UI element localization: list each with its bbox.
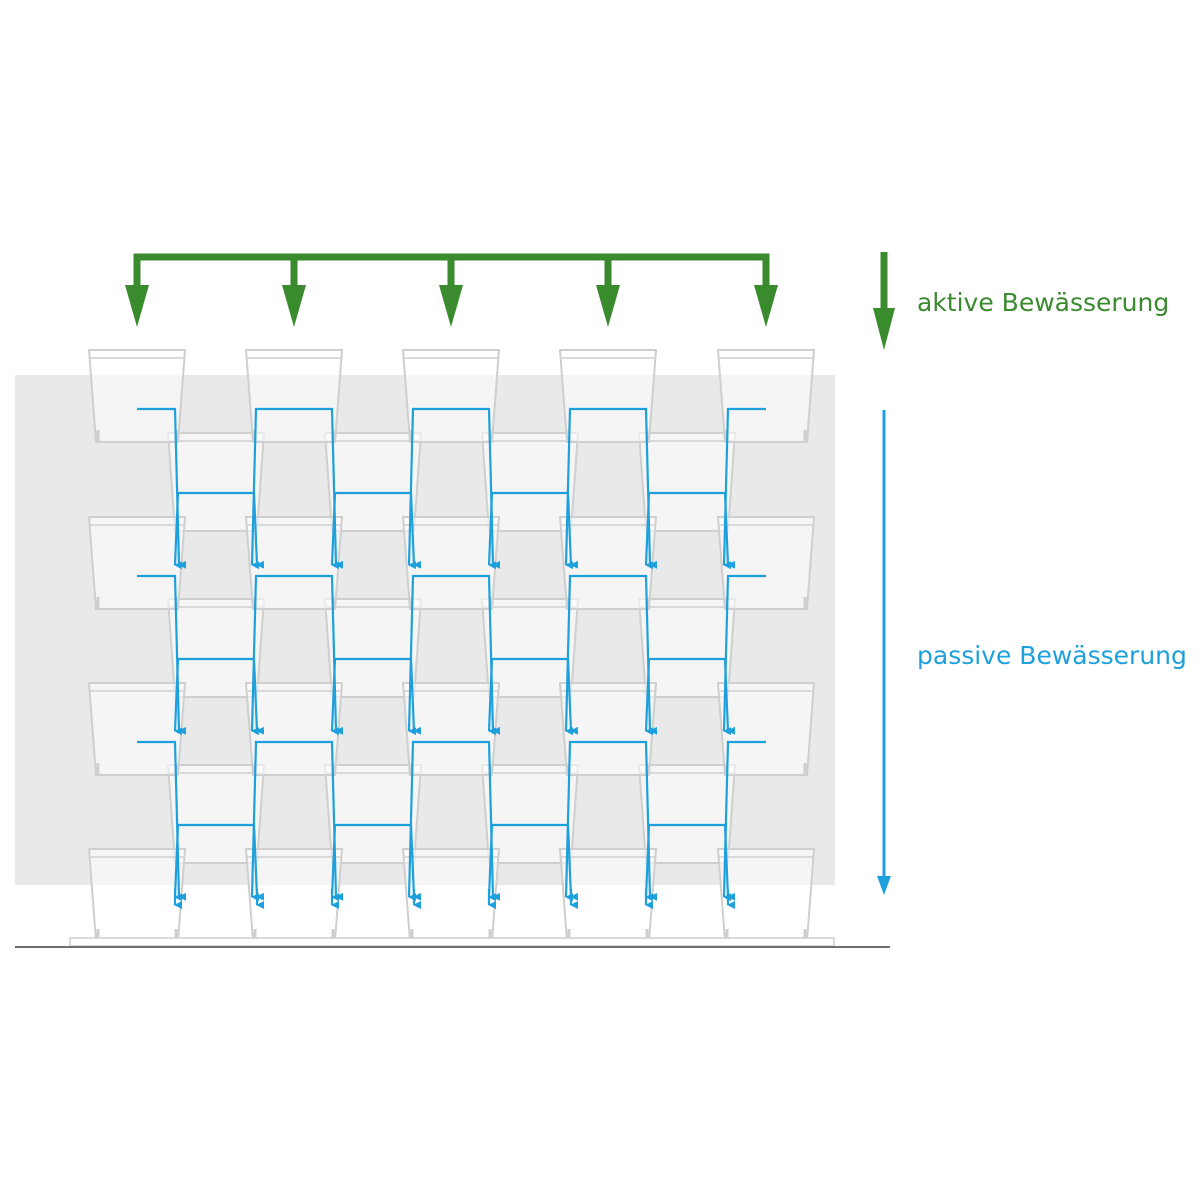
planter-pot [244,682,344,776]
planter-pot [716,516,816,610]
passive-flow-arrow [330,823,373,902]
passive-flow-arrow [564,407,608,570]
passive-flow-arrow [330,491,373,570]
passive-flow-arrow [216,657,265,735]
planter-pot [558,848,658,942]
passive-flow-arrow [173,657,216,736]
passive-flow-arrow [530,491,579,569]
passive-flow-arrow [687,491,736,569]
planter-pot [87,516,187,610]
passive-flow-arrow [250,574,294,736]
planter-pot [401,349,501,443]
passive-flow-arrow [687,823,736,901]
passive-flow-arrow [564,574,608,736]
base-tray [69,937,835,947]
planter-pot [401,516,501,610]
passive-flow-arrow [407,740,451,902]
passive-flow-arrow [216,491,265,569]
passive-flow-arrow [487,657,530,736]
passive-flow-arrow [407,407,451,570]
passive-flow-arrow [530,657,579,735]
planter-pot [558,516,658,610]
passive-flow-arrow [173,491,216,570]
passive-flow-arrow [407,574,451,736]
passive-flow-arrow [250,407,294,570]
planter-pot [244,349,344,443]
passive-flow-arrow [644,657,687,736]
passive-flow-arrow [373,491,422,569]
planter-pot [558,349,658,443]
active-legend-arrowhead [873,308,895,350]
passive-irrigation-label: passive Bewässerung [917,641,1187,670]
planter-pot [401,682,501,776]
active-irrigation-arrowhead [754,285,778,327]
active-irrigation-label: aktive Bewässerung [917,288,1170,317]
planter-pot [244,848,344,942]
passive-flow-arrow [373,823,422,901]
passive-flow-arrow [564,740,608,902]
active-irrigation-arrowhead [439,285,463,327]
active-irrigation-arrowhead [596,285,620,327]
planter-pot [244,516,344,610]
passive-flow-arrow [330,657,373,736]
planter-pot [87,848,187,942]
planter-pot [87,349,187,443]
passive-flow-arrow [687,657,736,735]
planter-pot [716,349,816,443]
planter-pot [558,682,658,776]
planter-pot [87,682,187,776]
active-irrigation-arrowhead [125,285,149,327]
active-irrigation-arrowhead [282,285,306,327]
planter-pot [401,848,501,942]
passive-flow-arrow [487,823,530,902]
passive-flow-arrow [250,740,294,902]
passive-flow-arrow [644,823,687,902]
passive-flow-arrow [487,491,530,570]
passive-flow-arrow [530,823,579,901]
passive-flow-arrow [216,823,265,901]
passive-flow-arrow [173,823,216,902]
passive-legend-arrowhead [877,876,891,895]
passive-flow-arrow [373,657,422,735]
passive-flow-arrow [644,491,687,570]
planter-pot [716,848,816,942]
planter-pot [716,682,816,776]
